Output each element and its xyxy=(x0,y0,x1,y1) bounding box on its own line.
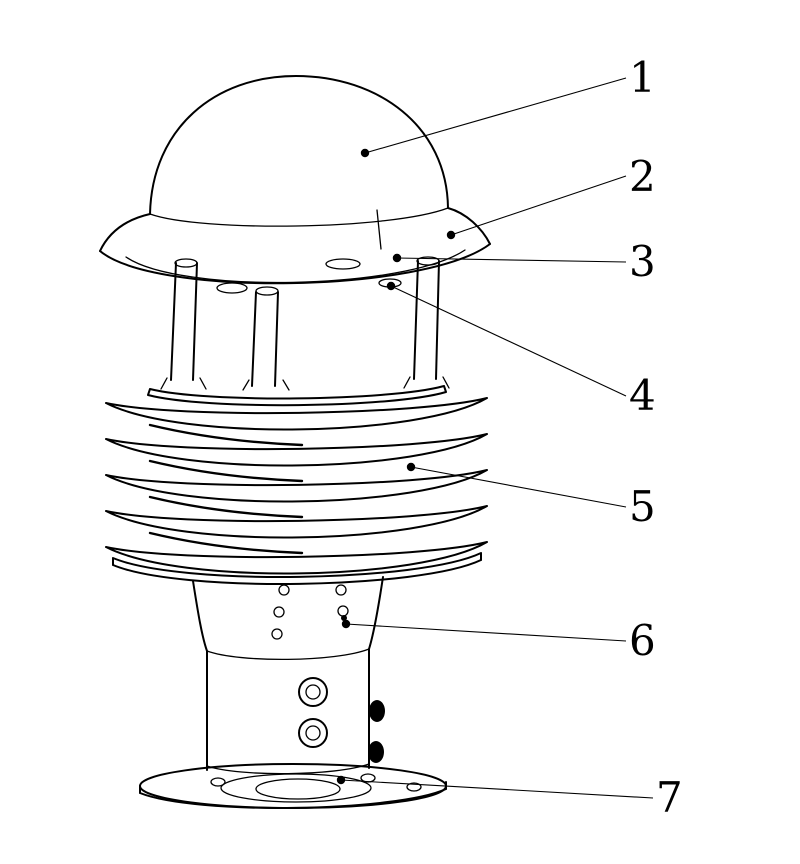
connector-inner-top xyxy=(305,684,321,700)
post-top-mid xyxy=(255,286,279,296)
louver-1 xyxy=(105,397,488,431)
rim-bottom-silhouette xyxy=(99,243,491,285)
connector-inner-bottom xyxy=(305,725,321,741)
callout-dot-4 xyxy=(386,281,396,291)
callout-dot-6 xyxy=(341,619,351,629)
base-flange xyxy=(139,763,447,809)
connector-outer-top xyxy=(298,677,328,707)
louver-5 xyxy=(105,541,488,575)
louver-2 xyxy=(105,433,488,467)
callout-dot-2 xyxy=(446,230,456,240)
side-connector-top xyxy=(369,700,385,722)
taper-bottom-seam xyxy=(206,648,370,661)
callout-label-4: 4 xyxy=(629,371,656,420)
callout-7: 7 xyxy=(336,773,683,822)
flange-center-hole xyxy=(255,778,341,800)
post-feet xyxy=(160,376,450,391)
side-connector-bottom xyxy=(368,741,384,763)
sensor-base-right xyxy=(325,258,361,270)
callout-label-7: 7 xyxy=(656,773,683,822)
leader-line-4 xyxy=(390,285,627,397)
callout-label-6: 6 xyxy=(629,616,656,665)
leader-line-3 xyxy=(396,257,627,263)
leader-line-7 xyxy=(340,779,654,799)
support-posts xyxy=(160,256,450,391)
screw-hole xyxy=(273,606,285,618)
flange-bolt-hole xyxy=(406,782,422,792)
screw-hole xyxy=(335,584,347,596)
louver-gap-shadow-2 xyxy=(148,459,304,483)
post-mid xyxy=(251,291,279,387)
louver-gap-shadow-4 xyxy=(148,531,304,555)
leader-line-6 xyxy=(345,623,627,642)
taper-right-edge xyxy=(368,576,384,650)
tapered-housing xyxy=(192,576,385,775)
callout-5: 5 xyxy=(406,462,656,531)
sensor-base-left xyxy=(216,282,248,294)
louver-gap-shadow-1 xyxy=(148,423,304,447)
flange-recess xyxy=(220,773,372,803)
connector-ports xyxy=(298,677,385,763)
leader-line-2 xyxy=(450,175,627,236)
stack-top-plate xyxy=(147,385,447,407)
callout-label-3: 3 xyxy=(629,237,656,286)
louver-gap-shadow-3 xyxy=(148,495,304,519)
dome-base-edge xyxy=(149,207,449,227)
rim-left-top-edge xyxy=(99,213,151,252)
callout-3: 3 xyxy=(392,237,656,286)
callout-label-2: 2 xyxy=(629,152,656,201)
taper-left-edge xyxy=(192,580,208,652)
underside-sensors xyxy=(216,253,402,294)
screw-hole xyxy=(278,584,290,596)
callout-label-5: 5 xyxy=(629,482,656,531)
louver-3 xyxy=(105,469,488,503)
screw-pin xyxy=(341,615,347,621)
callout-1: 1 xyxy=(360,53,656,158)
callout-2: 2 xyxy=(446,152,656,240)
louver-4 xyxy=(105,505,488,539)
callouts: 1 2 3 4 5 xyxy=(336,53,683,822)
connector-outer-bottom xyxy=(298,718,328,748)
flange-bolt-hole xyxy=(210,777,226,787)
louver-stack xyxy=(105,385,488,585)
leader-line-5 xyxy=(410,466,627,508)
cap-rim xyxy=(99,207,491,285)
post-left xyxy=(170,262,198,381)
stack-bottom-plate xyxy=(112,552,482,585)
callout-6: 6 xyxy=(341,616,656,665)
dome xyxy=(149,74,449,250)
dome-seam xyxy=(376,209,382,250)
flange-thickness xyxy=(139,781,447,809)
callout-label-1: 1 xyxy=(629,53,656,102)
callout-dot-1 xyxy=(360,148,370,158)
post-right xyxy=(413,260,440,380)
rim-right-top-edge xyxy=(447,207,491,245)
screw-hole xyxy=(271,628,283,640)
screw-hole xyxy=(337,605,349,617)
callout-dot-7 xyxy=(336,775,346,785)
leader-line-1 xyxy=(364,77,627,154)
callout-4: 4 xyxy=(386,281,656,420)
callout-dot-3 xyxy=(392,253,402,263)
post-top-left xyxy=(174,258,198,268)
taper-screws xyxy=(271,584,349,640)
dome-outline xyxy=(149,74,449,215)
callout-dot-5 xyxy=(406,462,416,472)
